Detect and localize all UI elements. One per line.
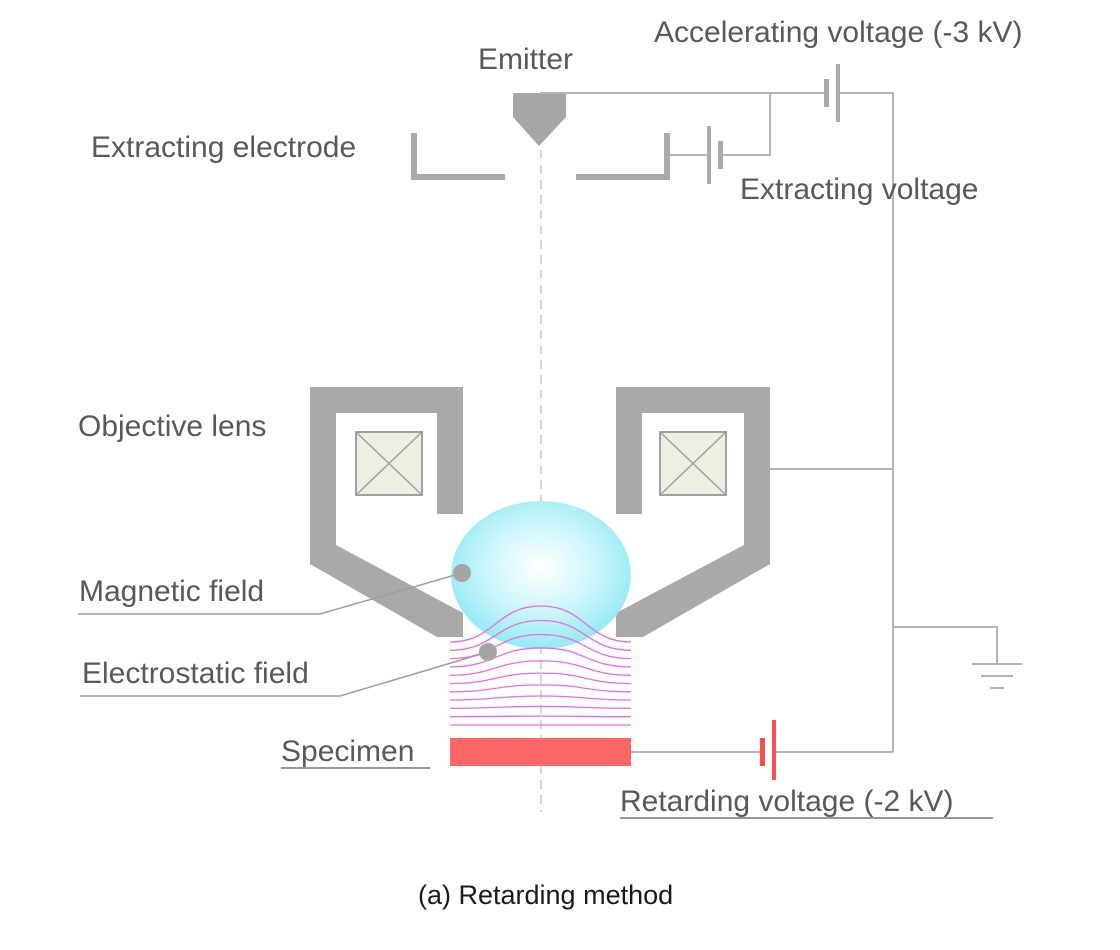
- electrostatic-field-lines: [449, 605, 632, 726]
- coil-left: [355, 431, 423, 496]
- extracting-electrode-label: Extracting electrode: [91, 131, 357, 164]
- magnetic-field: [451, 501, 631, 649]
- electrostatic-field-line: [449, 705, 632, 710]
- electrostatic-field-line: [449, 619, 632, 651]
- figure-caption: (a) Retarding method: [418, 880, 674, 910]
- retarding-voltage-label: Retarding voltage (-2 kV): [620, 785, 954, 818]
- electrostatic-field-line: [449, 672, 632, 685]
- electrostatic-field-line: [449, 605, 632, 643]
- objective-lens-label: Objective lens: [78, 410, 267, 443]
- accelerating-voltage-source: [824, 64, 840, 122]
- emitter-tip: [513, 93, 566, 146]
- objective-lens-left: [310, 387, 463, 637]
- objective-lens-right: [616, 387, 770, 637]
- electrostatic-field-marker: [479, 643, 497, 661]
- electrostatic-field-line: [449, 647, 632, 668]
- electrostatic-field-line: [449, 695, 632, 701]
- emitter-label: Emitter: [478, 43, 574, 76]
- electrostatic-field-label: Electrostatic field: [82, 657, 309, 690]
- magnetic-field-label: Magnetic field: [79, 575, 265, 608]
- electrostatic-field-line: [449, 715, 632, 718]
- electrostatic-field-line: [449, 684, 632, 693]
- magnetic-field-marker: [453, 564, 471, 582]
- electrostatic-field-line: [449, 660, 632, 676]
- extracting-electrode-right: [576, 133, 670, 180]
- extracting-voltage-source: [707, 126, 723, 184]
- extracting-voltage-label: Extracting voltage: [740, 173, 979, 206]
- ground-symbol: [972, 663, 1022, 689]
- specimen: [450, 738, 631, 766]
- retarding-voltage-source: [760, 720, 776, 780]
- accelerating-voltage-label: Accelerating voltage (-3 kV): [654, 16, 1023, 49]
- coil-right: [659, 431, 727, 496]
- circuit-wiring: [540, 92, 998, 753]
- specimen-label: Specimen: [281, 735, 415, 768]
- extracting-electrode-left: [411, 133, 505, 180]
- leader-lines: [78, 572, 489, 697]
